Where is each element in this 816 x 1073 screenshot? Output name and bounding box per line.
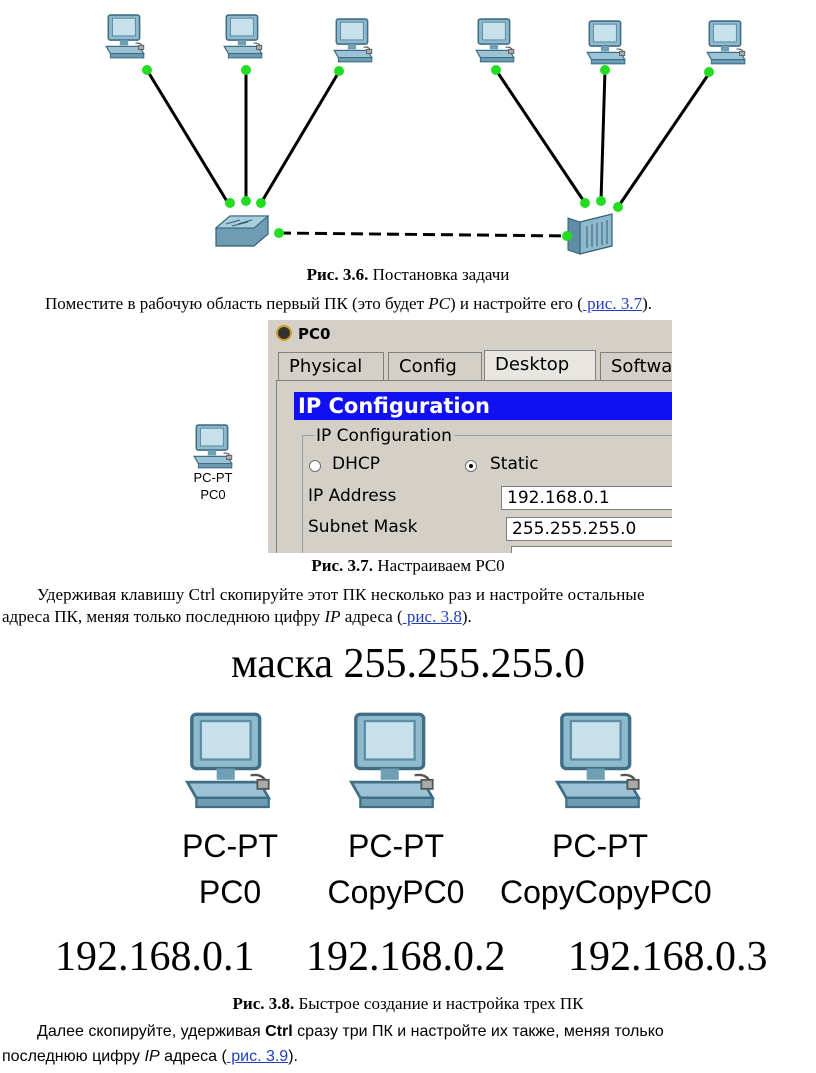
figure-3-6-caption: Рис. 3.6. Постановка задачи [0,265,816,285]
small-pc-name: PC0 [200,487,226,502]
static-radio[interactable] [465,460,477,472]
paragraph-2-line-1: Удерживая клавишу Ctrl скопируйте этот П… [37,585,645,604]
hub-icon[interactable] [567,213,613,255]
right-links [494,69,712,208]
subnet-mask-label: Subnet Mask [308,517,418,537]
pc-icon[interactable] [105,14,145,59]
ip-config-group-label: IP Configuration [314,426,454,446]
dhcp-radio[interactable] [309,460,321,472]
switch-icon[interactable] [214,215,270,247]
pc-icon[interactable] [706,20,746,65]
trunk-link [278,231,568,238]
default-gateway-input[interactable] [511,546,672,553]
paragraph-1: Поместите в рабочую область первый ПК (э… [45,294,652,313]
window-titlebar: PC0 [268,320,672,348]
paragraph-2-line-2: адреса ПК, меняя только последнюю цифру … [2,607,472,626]
copycopypc0-ip: 192.168.0.3 [568,934,768,980]
pc0-model: PC-PT [182,828,278,864]
figure-3-8-caption: Рис. 3.8. Быстрое создание и настройка т… [232,994,584,1013]
pc-icon[interactable] [223,14,263,59]
figure-link-3-9[interactable]: рис. 3.9 [226,1048,289,1065]
small-pc-model: PC-PT [193,470,233,485]
figure-link-3-8[interactable]: рис. 3.8 [402,607,462,626]
copypc0-ip: 192.168.0.2 [306,934,506,980]
subnet-mask-input[interactable]: 255.255.255.0 [506,517,672,541]
pc0-ip: 192.168.0.1 [55,934,255,980]
left-links [145,69,342,204]
ip-config-group [302,435,672,553]
figure-3-7-caption: Рис. 3.7. Настраиваем PC0 [311,556,505,575]
ip-address-label: IP Address [308,486,397,506]
paragraph-3-line-1: Далее скопируйте, удерживая Ctrl сразу т… [37,1023,664,1040]
window-title: PC0 [298,325,331,343]
ip-address-input[interactable]: 192.168.0.1 [501,486,672,510]
tab-desktop[interactable]: Desktop [484,350,596,380]
dhcp-label: DHCP [332,454,380,474]
network-topology-diagram [105,14,746,255]
tab-config[interactable]: Config [388,352,482,380]
pc-icon[interactable] [333,18,373,63]
copycopypc0-name: CopyCopyPC0 [500,874,712,910]
pc-icon[interactable] [586,20,626,65]
pc0-name: PC0 [198,874,262,910]
pc-icon[interactable] [182,712,274,816]
copypc0-model: PC-PT [348,828,444,864]
top-pc-icons [105,14,746,65]
copycopypc0-model: PC-PT [552,828,648,864]
link-status-points [142,65,714,241]
ip-config-header: IP Configuration [294,392,672,420]
app-icon [276,325,292,341]
pc-icon[interactable] [552,712,644,816]
caption-label: Рис. 3.6. [306,265,369,284]
tab-software[interactable]: Softwa [600,352,672,380]
pc-icon[interactable] [192,424,234,472]
paragraph-3-line-2: последнюю цифру IP адреса ( рис. 3.9). [2,1048,298,1065]
pc-icon[interactable] [346,712,438,816]
static-label: Static [490,454,539,474]
copypc0-name: CopyPC0 [327,874,465,910]
figure-link-3-7[interactable]: рис. 3.7 [582,294,643,313]
mask-text: маска 255.255.255.0 [231,641,585,687]
pc-icon[interactable] [475,18,515,63]
tab-physical[interactable]: Physical [278,352,384,380]
tab-bar: Physical Config Desktop Softwa [274,350,672,380]
pc-config-window: PC0 Physical Config Desktop Softwa IP Co… [268,320,672,553]
caption-text: Постановка задачи [368,265,510,284]
